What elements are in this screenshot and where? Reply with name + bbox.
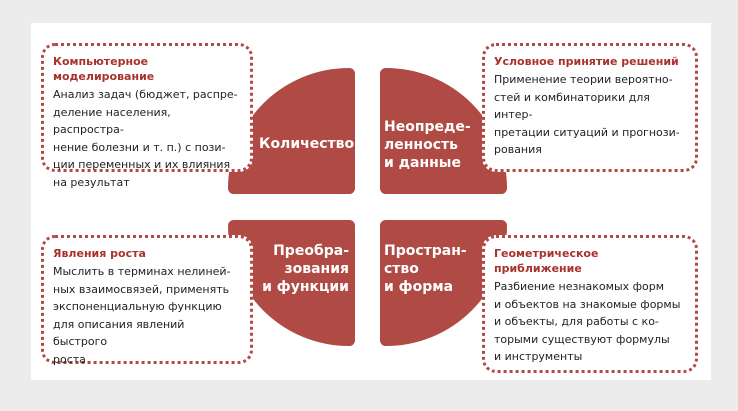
card-growth-phenomena: Явления роста Мыслить в терминах нелиней…: [41, 235, 253, 366]
card-computer-modeling: Компьютерное моделирование Анализ задач …: [41, 43, 253, 189]
card-conditional-decision: Условное принятие решений Применение тео…: [482, 43, 698, 172]
card-body: Разбиение незнакомых форм и объектов на …: [494, 280, 681, 363]
card-title: Геометрическое приближение: [494, 247, 599, 275]
card-title: Явления роста: [53, 247, 146, 260]
card-body: Анализ задач (бюджет, распре- деление на…: [53, 88, 238, 189]
card-title: Условное принятие решений: [494, 55, 679, 68]
quadrant-label-uncertainty-data: Неопреде- ленность и данные: [384, 119, 471, 171]
quadrant-label-change-relationships: Преобра- зования и функции: [262, 243, 349, 295]
card-body: Мыслить в терминах нелиней- ных взаимосв…: [53, 265, 231, 366]
quadrant-label-space-shape: Простран- ство и форма: [384, 243, 467, 295]
card-body: Применение теории вероятно- стей и комби…: [494, 73, 680, 156]
quadrant-label-quantity: Количество: [259, 136, 355, 152]
card-geometric-approximation: Геометрическое приближение Разбиение нез…: [482, 235, 698, 373]
card-title: Компьютерное моделирование: [53, 55, 155, 83]
